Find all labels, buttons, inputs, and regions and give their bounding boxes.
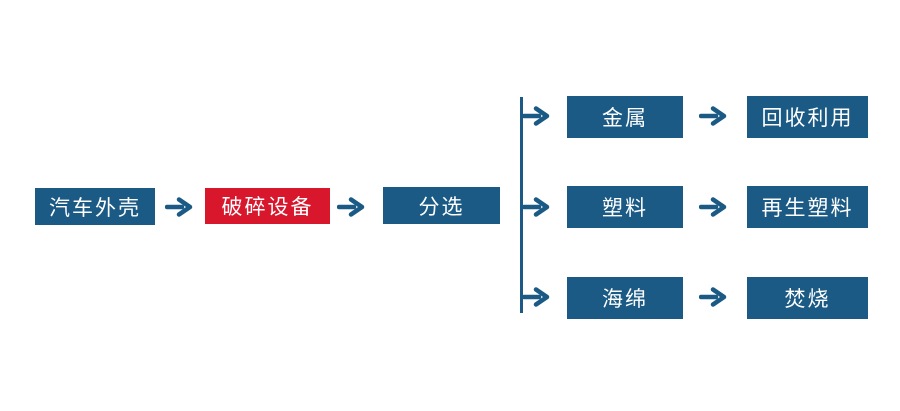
arrow-right-icon — [521, 105, 552, 127]
flow-node-crusher: 破碎设备 — [205, 188, 330, 224]
arrow-right-icon — [336, 196, 367, 218]
arrow-right-icon — [698, 196, 729, 218]
flow-node-sorting: 分选 — [383, 187, 500, 224]
branch-connector-line — [520, 97, 523, 313]
arrow-right-icon — [521, 196, 552, 218]
arrow-right-icon — [698, 105, 729, 127]
flow-node-car-shell: 汽车外壳 — [35, 188, 155, 225]
branch-node-sponge: 海绵 — [567, 277, 683, 319]
arrow-right-icon — [164, 196, 195, 218]
outcome-node-recycled-plastic: 再生塑料 — [747, 186, 868, 228]
arrow-right-icon — [521, 286, 552, 308]
branch-node-plastic: 塑料 — [567, 186, 683, 228]
arrow-right-icon — [698, 286, 729, 308]
outcome-node-incineration: 焚烧 — [747, 277, 868, 319]
branch-node-metal: 金属 — [567, 96, 683, 138]
outcome-node-recycling: 回收利用 — [747, 96, 868, 138]
